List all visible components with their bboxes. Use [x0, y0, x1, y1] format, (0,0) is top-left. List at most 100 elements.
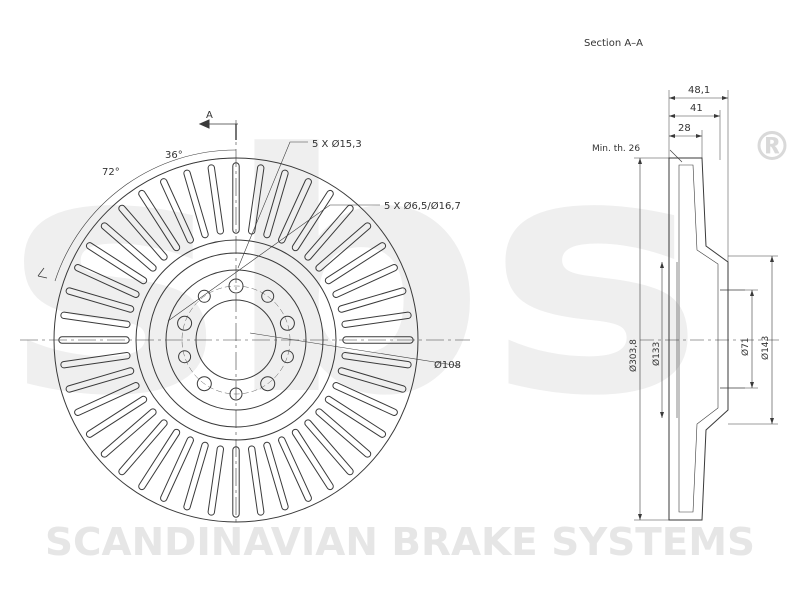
arrow-28-right — [696, 134, 702, 138]
arrow-143-bottom — [770, 418, 774, 424]
cooling-vane — [324, 242, 387, 285]
cooling-vane — [332, 382, 398, 416]
bolt-circle-line — [181, 285, 291, 395]
arrow-303-top — [638, 158, 642, 164]
cooling-vane — [247, 445, 265, 516]
arrow-48-left — [669, 96, 675, 100]
hub-outer-ring — [148, 252, 324, 428]
angle-72-arc — [54, 149, 237, 282]
cooling-vane — [74, 382, 140, 416]
cooling-vane — [341, 311, 412, 329]
section-marker-label: A — [206, 110, 213, 121]
cooling-vane — [232, 446, 240, 518]
cooling-vane — [85, 242, 148, 285]
cooling-vane — [337, 367, 407, 393]
cooling-vane — [304, 204, 354, 261]
cooling-vane — [207, 164, 225, 235]
cooling-vane — [138, 428, 181, 491]
arrow-41-left — [669, 114, 675, 118]
arrow-133-bottom — [660, 412, 664, 418]
company-watermark: SCANDINAVIAN BRAKE SYSTEMS — [45, 520, 755, 564]
cooling-vane — [324, 395, 387, 438]
bolt-holes — [177, 278, 295, 401]
bolt-hole — [279, 315, 295, 331]
dim-28-label: 28 — [678, 123, 691, 134]
cooling-vane — [60, 311, 131, 329]
cooling-vanes — [58, 162, 414, 518]
cooling-vane — [342, 336, 414, 344]
arrow-48-right — [722, 96, 728, 100]
bolt-hole — [177, 315, 193, 331]
section-title: Section A–A — [584, 38, 643, 49]
bolt-hole — [228, 278, 244, 294]
cooling-vane — [85, 395, 148, 438]
cooling-vane — [118, 419, 168, 476]
dim-133-label: Ø133 — [651, 342, 662, 366]
angle-72-arrow-end — [37, 267, 48, 279]
bolt-hole — [196, 376, 212, 392]
dim-41-label: 41 — [690, 103, 703, 114]
brand-watermark: sbs — [5, 84, 705, 468]
disc-profile-outer — [668, 157, 729, 521]
cooling-vane — [207, 445, 225, 516]
dim-71-label: Ø71 — [740, 337, 751, 356]
cooling-vane — [247, 164, 265, 235]
vent-holes-label: 5 X Ø6,5/Ø16,7 — [384, 200, 461, 212]
min-thickness-label: Min. th. 26 — [592, 144, 640, 154]
cooling-vane — [304, 419, 354, 476]
arrow-28-left — [669, 134, 675, 138]
cooling-vane — [138, 189, 181, 252]
cooling-vane — [332, 264, 398, 298]
cooling-vane — [341, 351, 412, 369]
cooling-vane — [291, 189, 334, 252]
cooling-vane — [65, 367, 135, 393]
cooling-vane — [315, 222, 372, 272]
arrow-143-top — [770, 256, 774, 262]
arrow-71-bottom — [750, 382, 754, 388]
cooling-vane — [58, 336, 130, 344]
holes-leader — [237, 141, 308, 269]
vent-hole — [280, 350, 294, 364]
disc-profile-inner — [678, 164, 719, 513]
arrow-71-top — [750, 290, 754, 296]
cooling-vane — [291, 428, 334, 491]
dim-143-label: Ø143 — [760, 336, 771, 360]
arrow-133-top — [660, 262, 664, 268]
cooling-vane — [118, 204, 168, 261]
centre-bore — [195, 299, 277, 381]
cooling-vane — [183, 441, 209, 511]
vent-hole — [261, 289, 275, 303]
registered-mark: ® — [752, 124, 792, 170]
cooling-vane — [100, 222, 157, 272]
section-view — [634, 90, 780, 521]
cooling-vane — [183, 169, 209, 239]
cooling-vane — [337, 287, 407, 313]
bolt-circle-label: Ø108 — [434, 359, 461, 371]
section-marker-arrow — [198, 119, 210, 129]
cooling-vane — [263, 169, 289, 239]
dimension-arrows — [638, 96, 774, 520]
vent-hole — [178, 350, 192, 364]
vent-hole — [229, 387, 243, 401]
cooling-vane — [65, 287, 135, 313]
hub-inner-ring — [165, 269, 307, 411]
cooling-vane — [100, 408, 157, 458]
cooling-vane — [278, 436, 312, 502]
holes-label: 5 X Ø15,3 — [312, 138, 362, 150]
cooling-vane — [278, 178, 312, 244]
angle-72-label: 72° — [102, 167, 120, 178]
front-view — [20, 119, 470, 525]
cooling-vane — [74, 264, 140, 298]
vent-hole — [197, 289, 211, 303]
min-thickness-leader — [669, 149, 683, 163]
cooling-vane — [60, 351, 131, 369]
cooling-vane — [160, 178, 194, 244]
bolt-hole — [260, 376, 276, 392]
watermark: sbs ® SCANDINAVIAN BRAKE SYSTEMS — [5, 84, 792, 564]
dim-48-label: 48,1 — [688, 85, 710, 96]
arrow-303-bottom — [638, 514, 642, 520]
cooling-vane — [160, 436, 194, 502]
angle-36-label: 36° — [165, 150, 183, 161]
